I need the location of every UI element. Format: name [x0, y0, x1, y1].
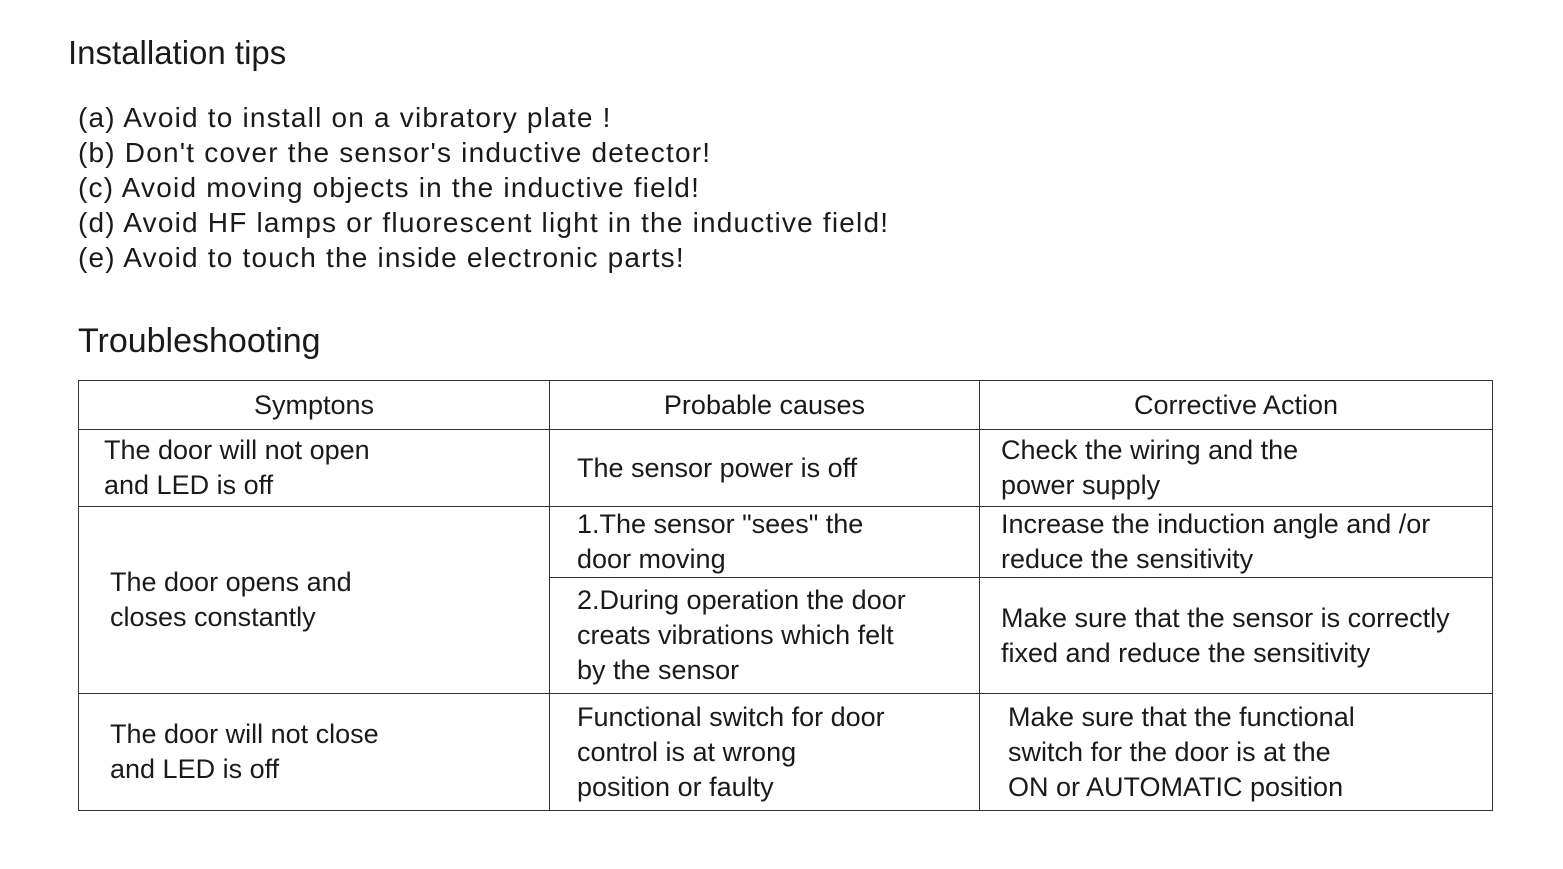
- action-cell: Make sure that the sensor is correctly f…: [979, 577, 1493, 694]
- tip-item: (d) Avoid HF lamps or fluorescent light …: [78, 207, 890, 238]
- table-row: The door will not close and LED is off F…: [78, 693, 1493, 811]
- header-corrective-action: Corrective Action: [979, 380, 1493, 430]
- cause-cell: 2.During operation the door creats vibra…: [549, 577, 980, 694]
- cause-cell: Functional switch for door control is at…: [549, 693, 980, 811]
- tip-item: (b) Don't cover the sensor's inductive d…: [78, 137, 712, 168]
- cause-cell: The sensor power is off: [549, 429, 980, 507]
- table-row: The door will not open and LED is off Th…: [78, 429, 1493, 507]
- table-row: The door opens and closes constantly 1.T…: [78, 506, 1493, 694]
- symptom-cell: The door opens and closes constantly: [78, 506, 550, 694]
- cause-cell: 1.The sensor "sees" the door moving: [549, 506, 980, 578]
- symptom-cell: The door will not open and LED is off: [78, 429, 550, 507]
- table-row: 2.During operation the door creats vibra…: [79, 577, 1493, 694]
- tip-item: (c) Avoid moving objects in the inductiv…: [78, 172, 701, 203]
- troubleshooting-table: Symptons Probable causes Corrective Acti…: [78, 380, 1493, 811]
- action-cell: Check the wiring and the power supply: [979, 429, 1493, 507]
- troubleshooting-title: Troubleshooting: [78, 322, 321, 360]
- tip-item: (e) Avoid to touch the inside electronic…: [78, 242, 685, 273]
- table-header-row: Symptons Probable causes Corrective Acti…: [78, 380, 1493, 430]
- header-probable-causes: Probable causes: [549, 380, 980, 430]
- installation-tips-title: Installation tips: [68, 34, 287, 71]
- tip-item: (a) Avoid to install on a vibratory plat…: [78, 102, 612, 133]
- header-symptoms: Symptons: [78, 380, 550, 430]
- action-cell: Increase the induction angle and /or red…: [979, 506, 1493, 578]
- installation-tips-list: (a) Avoid to install on a vibratory plat…: [78, 100, 889, 275]
- symptom-cell: The door will not close and LED is off: [78, 693, 550, 811]
- action-cell: Make sure that the functional switch for…: [979, 693, 1493, 811]
